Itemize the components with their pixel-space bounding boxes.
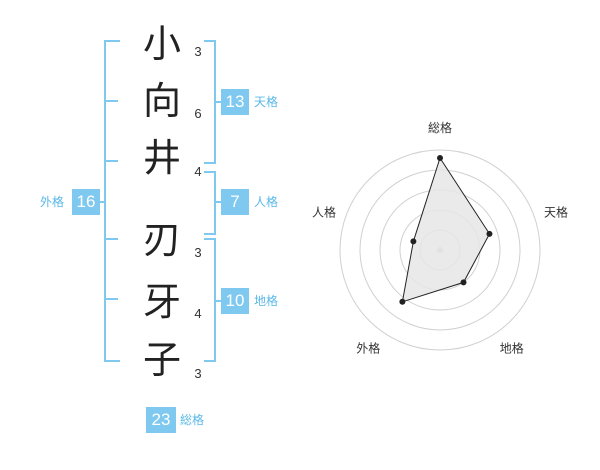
name-char-3: 井 — [142, 136, 181, 180]
radar-axis-label-2: 天格 — [544, 204, 568, 219]
gaikaku-tick-2 — [104, 160, 118, 162]
stroke-count-4: 3 — [194, 245, 202, 260]
gaikaku-badge: 16 — [72, 189, 100, 215]
jinkaku-bracket — [204, 171, 216, 235]
radar-ring-5 — [339, 149, 541, 351]
radar-point-5 — [410, 238, 417, 245]
jinkaku-label: 人格 — [254, 195, 279, 209]
stroke-count-2: 6 — [194, 106, 202, 121]
jinkaku-connector — [214, 201, 222, 203]
jinkaku-badge: 7 — [221, 189, 249, 215]
soukaku-label: 総格 — [180, 413, 205, 427]
gaikaku-connector — [98, 201, 106, 203]
radar-point-3 — [460, 279, 467, 286]
radar-point-1 — [437, 155, 443, 161]
radar-point-2 — [486, 230, 493, 237]
gaikaku-bracket — [104, 40, 120, 362]
stroke-count-3: 4 — [194, 164, 202, 179]
gaikaku-label: 外格 — [40, 195, 65, 209]
name-char-5: 牙 — [142, 280, 181, 324]
radar-polygon — [401, 156, 491, 303]
name-char-2: 向 — [142, 79, 181, 123]
stroke-count-6: 3 — [194, 366, 202, 381]
chikaku-label: 地格 — [254, 294, 279, 308]
gaikaku-tick-4 — [104, 298, 118, 300]
stroke-count-1: 3 — [194, 44, 202, 59]
tenkaku-badge: 13 — [221, 89, 249, 115]
tenkaku-label: 天格 — [254, 95, 279, 109]
name-char-4: 刃 — [142, 218, 181, 262]
radar-axis-label-3: 地格 — [500, 341, 524, 356]
gaikaku-tick-1 — [104, 100, 118, 102]
radar-point-4 — [399, 298, 406, 305]
name-char-6: 子 — [142, 338, 181, 382]
soukaku-badge: 23 — [146, 407, 176, 433]
radar-axis-label-4: 外格 — [356, 341, 380, 356]
tenkaku-connector — [214, 101, 222, 103]
chikaku-connector — [214, 300, 222, 302]
gaikaku-tick-3 — [104, 238, 118, 240]
name-char-1: 小 — [142, 22, 181, 66]
stroke-count-5: 4 — [194, 306, 202, 321]
chikaku-badge: 10 — [221, 288, 249, 314]
radar-axis-label-5: 人格 — [312, 204, 336, 219]
radar-axis-label-1: 総格 — [428, 120, 452, 135]
